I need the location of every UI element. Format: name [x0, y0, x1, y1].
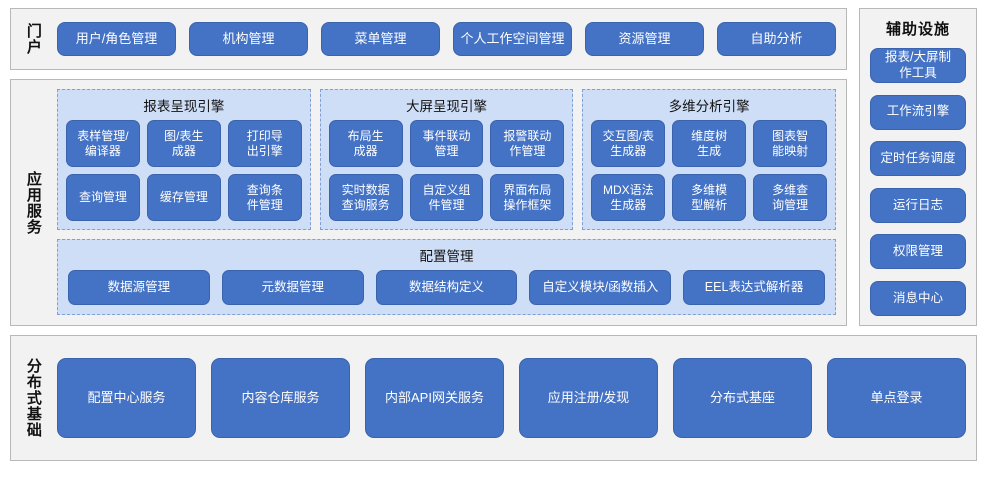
dist-item-config-center-service[interactable]: 配置中心服务	[57, 358, 196, 438]
engine-item-layout-generator[interactable]: 布局生 成器	[328, 120, 403, 167]
engine-item-event-linkage-management[interactable]: 事件联动 管理	[409, 120, 484, 167]
aux-facilities-title: 辅助设施	[885, 21, 950, 38]
distributed-base-button-row: 配置中心服务 内容仓库服务 内部API网关服务 应用注册/发现 分布式基座 单点…	[55, 336, 976, 460]
engine-item-ui-layout-operation-framework[interactable]: 界面布局 操作框架	[490, 174, 565, 221]
engine-report-rendering-title: 报表呈现引擎	[143, 99, 225, 114]
engine-multidimensional-analysis: 多维分析引擎 交互图/表 生成器 维度树 生成 图表智 能映射 MDX语法 生成…	[582, 89, 837, 230]
aux-item-report-bigscreen-authoring-tool[interactable]: 报表/大屏制 作工具	[870, 48, 966, 83]
aux-item-message-center[interactable]: 消息中心	[870, 280, 966, 316]
portal-item-resource-management[interactable]: 资源管理	[585, 22, 704, 56]
portal-item-personal-workspace-management[interactable]: 个人工作空间管理	[453, 22, 572, 56]
config-management-title: 配置管理	[419, 249, 474, 264]
engine-item-dimension-tree-generation[interactable]: 维度树 生成	[672, 120, 747, 167]
engine-multidimensional-analysis-title: 多维分析引擎	[668, 99, 750, 114]
config-item-custom-module-function-insert[interactable]: 自定义模块/函数插入	[529, 270, 672, 305]
distributed-base-band-label: 分布式基础	[24, 358, 42, 438]
application-service-band-label: 应用服务	[24, 170, 42, 235]
engine-bigscreen-rendering-grid: 布局生 成器 事件联动 管理 报警联动 作管理 实时数据 查询服务 自定义组 件…	[328, 120, 565, 221]
portal-item-menu-management[interactable]: 菜单管理	[321, 22, 440, 56]
engine-item-query-management[interactable]: 查询管理	[66, 174, 140, 221]
engine-bigscreen-rendering: 大屏呈现引擎 布局生 成器 事件联动 管理 报警联动 作管理 实时数据 查询服务…	[319, 89, 574, 230]
application-service-band: 应用服务 报表呈现引擎 表样管理/ 编译器 图/表生 成器 打印导 出引擎 查询…	[10, 79, 847, 326]
portal-item-self-service-analysis[interactable]: 自助分析	[717, 22, 836, 56]
engine-item-multidimensional-query-management[interactable]: 多维查 询管理	[753, 174, 828, 221]
aux-item-permission-management[interactable]: 权限管理	[870, 234, 966, 270]
config-item-metadata-management[interactable]: 元数据管理	[221, 270, 364, 305]
config-management-row: 数据源管理 元数据管理 数据结构定义 自定义模块/函数插入 EEL表达式解析器	[68, 270, 825, 305]
engine-item-multidimensional-model-parsing[interactable]: 多维模 型解析	[672, 174, 747, 221]
distributed-base-band: 分布式基础 配置中心服务 内容仓库服务 内部API网关服务 应用注册/发现 分布…	[10, 335, 977, 461]
engine-item-realtime-data-query-service[interactable]: 实时数据 查询服务	[328, 174, 403, 221]
portal-band-label: 门户	[24, 23, 42, 55]
config-management-panel: 配置管理 数据源管理 元数据管理 数据结构定义 自定义模块/函数插入 EEL表达…	[57, 239, 836, 315]
engine-report-rendering: 报表呈现引擎 表样管理/ 编译器 图/表生 成器 打印导 出引擎 查询管理 缓存…	[57, 89, 311, 230]
engine-multidimensional-analysis-grid: 交互图/表 生成器 维度树 生成 图表智 能映射 MDX语法 生成器 多维模 型…	[591, 120, 828, 221]
engine-report-rendering-grid: 表样管理/ 编译器 图/表生 成器 打印导 出引擎 查询管理 缓存管理 查询条 …	[66, 120, 302, 221]
engine-item-chart-intelligent-mapping[interactable]: 图表智 能映射	[753, 120, 828, 167]
aux-item-scheduled-task-scheduling[interactable]: 定时任务调度	[870, 141, 966, 177]
dist-item-app-registration-discovery[interactable]: 应用注册/发现	[519, 358, 658, 438]
portal-item-user-role-management[interactable]: 用户/角色管理	[57, 22, 176, 56]
engine-row: 报表呈现引擎 表样管理/ 编译器 图/表生 成器 打印导 出引擎 查询管理 缓存…	[57, 89, 837, 230]
left-stack: 门户 用户/角色管理 机构管理 菜单管理 个人工作空间管理 资源管理 自助分析 …	[10, 8, 847, 326]
engine-item-alarm-linkage-action-management[interactable]: 报警联动 作管理	[490, 120, 565, 167]
config-item-eel-expression-parser[interactable]: EEL表达式解析器	[683, 270, 825, 305]
portal-button-row: 用户/角色管理 机构管理 菜单管理 个人工作空间管理 资源管理 自助分析	[55, 9, 846, 69]
dist-item-content-repository-service[interactable]: 内容仓库服务	[211, 358, 350, 438]
dist-item-internal-api-gateway-service[interactable]: 内部API网关服务	[365, 358, 504, 438]
top-area: 门户 用户/角色管理 机构管理 菜单管理 个人工作空间管理 资源管理 自助分析 …	[10, 8, 977, 326]
engine-item-query-condition-management[interactable]: 查询条 件管理	[227, 174, 302, 221]
engine-item-custom-component-management[interactable]: 自定义组 件管理	[409, 174, 484, 221]
engine-item-mdx-syntax-generator[interactable]: MDX语法 生成器	[591, 174, 666, 221]
config-item-data-structure-definition[interactable]: 数据结构定义	[375, 270, 518, 305]
engine-bigscreen-rendering-title: 大屏呈现引擎	[406, 99, 487, 114]
engine-item-template-management-compiler[interactable]: 表样管理/ 编译器	[66, 120, 140, 167]
application-service-body: 报表呈现引擎 表样管理/ 编译器 图/表生 成器 打印导 出引擎 查询管理 缓存…	[55, 80, 846, 325]
aux-facilities-panel: 辅助设施 报表/大屏制 作工具 工作流引擎 定时任务调度 运行日志 权限管理 消…	[859, 8, 977, 326]
engine-item-cache-management[interactable]: 缓存管理	[146, 174, 221, 221]
dist-item-single-sign-on[interactable]: 单点登录	[827, 358, 966, 438]
dist-item-distributed-foundation[interactable]: 分布式基座	[673, 358, 812, 438]
aux-facilities-list: 报表/大屏制 作工具 工作流引擎 定时任务调度 运行日志 权限管理 消息中心	[870, 48, 966, 316]
aux-item-workflow-engine[interactable]: 工作流引擎	[870, 94, 966, 130]
portal-band: 门户 用户/角色管理 机构管理 菜单管理 个人工作空间管理 资源管理 自助分析	[10, 8, 847, 70]
engine-item-chart-table-generator[interactable]: 图/表生 成器	[146, 120, 221, 167]
config-item-datasource-management[interactable]: 数据源管理	[68, 270, 210, 305]
engine-item-print-export-engine[interactable]: 打印导 出引擎	[227, 120, 302, 167]
aux-item-runtime-log[interactable]: 运行日志	[870, 187, 966, 223]
engine-item-interactive-chart-table-generator[interactable]: 交互图/表 生成器	[591, 120, 666, 167]
portal-item-organization-management[interactable]: 机构管理	[189, 22, 308, 56]
